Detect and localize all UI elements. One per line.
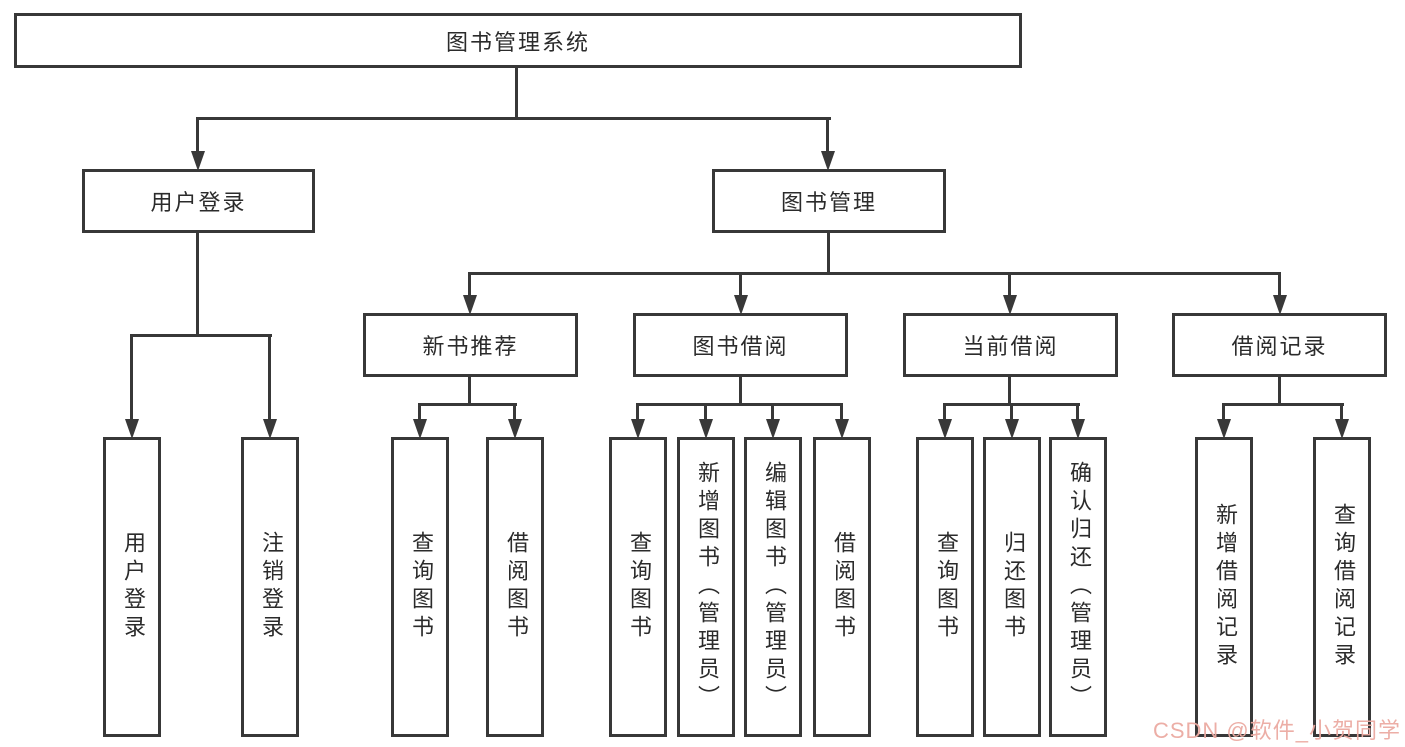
- connector-line-vertical: [1278, 377, 1281, 405]
- connector-line-vertical: [771, 403, 774, 421]
- connector-line-horizontal: [1223, 403, 1344, 406]
- arrow-down-icon: [263, 419, 277, 439]
- arrow-down-icon: [191, 151, 205, 171]
- connector-line-vertical: [826, 117, 829, 153]
- connector-line-vertical: [468, 377, 471, 405]
- arrow-down-icon: [631, 419, 645, 439]
- connector-line-vertical: [513, 403, 516, 421]
- connector-line-vertical: [1010, 403, 1013, 421]
- leaf-logout: 注销登录: [241, 437, 299, 737]
- connector-line-vertical: [196, 117, 199, 153]
- node-book-management: 图书管理: [712, 169, 946, 233]
- leaf-query-books-borrowing: 查询图书: [609, 437, 667, 737]
- arrow-down-icon: [463, 295, 477, 315]
- arrow-down-icon: [1005, 419, 1019, 439]
- connector-line-horizontal: [131, 334, 272, 337]
- connector-line-vertical: [827, 233, 830, 274]
- arrow-down-icon: [1217, 419, 1231, 439]
- arrow-down-icon: [1071, 419, 1085, 439]
- leaf-edit-books-admin: 编辑图书（管理员）: [744, 437, 802, 737]
- node-book-borrowing: 图书借阅: [633, 313, 848, 377]
- node-new-book-recommend: 新书推荐: [363, 313, 578, 377]
- arrow-down-icon: [125, 419, 139, 439]
- connector-line-vertical: [636, 403, 639, 421]
- connector-line-vertical: [840, 403, 843, 421]
- connector-line-vertical: [418, 403, 421, 421]
- arrow-down-icon: [508, 419, 522, 439]
- connector-line-vertical: [704, 403, 707, 421]
- leaf-query-books-recommend: 查询图书: [391, 437, 449, 737]
- connector-line-vertical: [943, 403, 946, 421]
- connector-line-vertical: [268, 334, 271, 420]
- leaf-query-borrow-record: 查询借阅记录: [1313, 437, 1371, 737]
- leaf-add-books-admin: 新增图书（管理员）: [677, 437, 735, 737]
- leaf-return-books: 归还图书: [983, 437, 1041, 737]
- connector-line-vertical: [739, 272, 742, 298]
- connector-line-horizontal: [419, 403, 517, 406]
- connector-line-vertical: [1008, 377, 1011, 405]
- node-user-login: 用户登录: [82, 169, 315, 233]
- arrow-down-icon: [734, 295, 748, 315]
- leaf-borrow-books-borrowing: 借阅图书: [813, 437, 871, 737]
- connector-line-horizontal: [470, 272, 1281, 275]
- arrow-down-icon: [835, 419, 849, 439]
- arrow-down-icon: [1003, 295, 1017, 315]
- node-borrowing-records: 借阅记录: [1172, 313, 1387, 377]
- connector-line-vertical: [1340, 403, 1343, 421]
- connector-line-vertical: [1076, 403, 1079, 421]
- connector-line-horizontal: [197, 117, 831, 120]
- arrow-down-icon: [413, 419, 427, 439]
- arrow-down-icon: [938, 419, 952, 439]
- connector-line-vertical: [1278, 272, 1281, 298]
- connector-line-vertical: [196, 233, 199, 336]
- connector-line-vertical: [1222, 403, 1225, 421]
- connector-line-vertical: [1008, 272, 1011, 298]
- arrow-down-icon: [766, 419, 780, 439]
- node-library-management-system: 图书管理系统: [14, 13, 1022, 68]
- arrow-down-icon: [1273, 295, 1287, 315]
- leaf-add-borrow-record: 新增借阅记录: [1195, 437, 1253, 737]
- leaf-confirm-return-admin: 确认归还（管理员）: [1049, 437, 1107, 737]
- node-current-borrowing: 当前借阅: [903, 313, 1118, 377]
- connector-line-vertical: [130, 334, 133, 420]
- arrow-down-icon: [1335, 419, 1349, 439]
- connector-line-horizontal: [637, 403, 843, 406]
- connector-line-vertical: [739, 377, 742, 405]
- leaf-query-books-current: 查询图书: [916, 437, 974, 737]
- connector-line-vertical: [468, 272, 471, 298]
- arrow-down-icon: [821, 151, 835, 171]
- leaf-borrow-books-recommend: 借阅图书: [486, 437, 544, 737]
- arrow-down-icon: [699, 419, 713, 439]
- csdn-watermark: CSDN @软件_小贺同学: [1152, 718, 1401, 743]
- connector-line-vertical: [515, 68, 518, 119]
- leaf-user-login: 用户登录: [103, 437, 161, 737]
